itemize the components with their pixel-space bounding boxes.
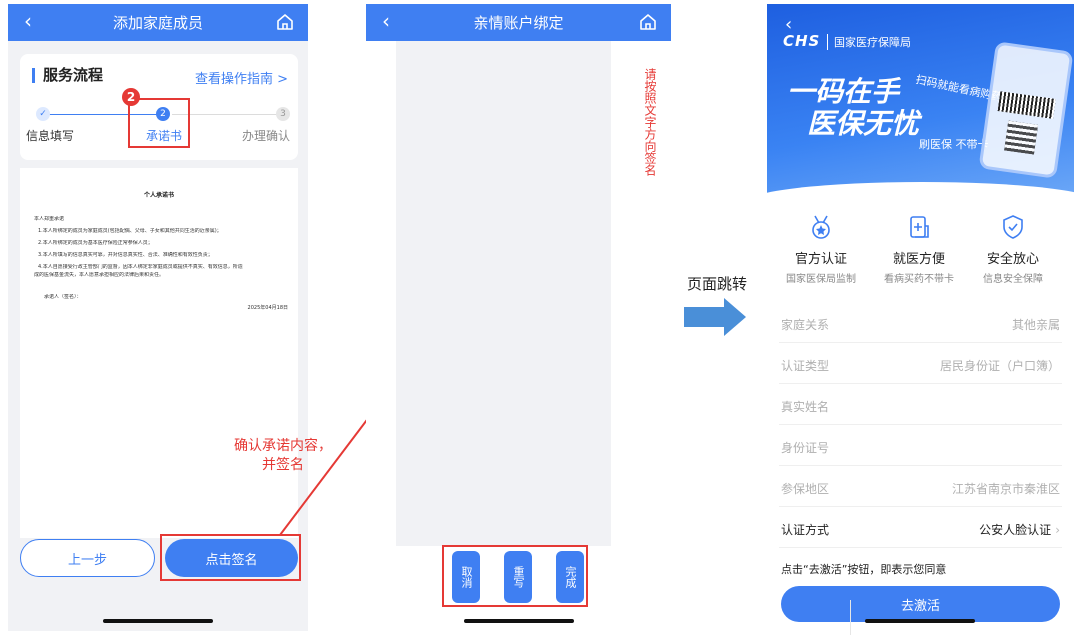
step-3-label: 办理确认 (242, 129, 291, 143)
feature-title: 安全放心 (986, 252, 1039, 267)
row-label: 参保地区 (781, 482, 830, 496)
back-icon[interactable]: ‹ (382, 9, 390, 33)
add-family-member-screen: ‹ 添加家庭成员 服务流程 查看操作指南 > ✓ 2 3 信息填写 承诺书 办理… (8, 4, 308, 631)
certification-method-row[interactable]: 认证方式 公安人脸认证› (779, 507, 1062, 548)
slogan-line-1: 一码在手 (787, 75, 900, 108)
step-connector-1 (48, 114, 158, 115)
row-value: 其他亲属 (1011, 318, 1060, 332)
edge-divider (850, 600, 851, 635)
promo-banner: ‹ CHS 国家医疗保障局 一码在手 医保无忧 扫码就能看病购药 刷医保 不带卡 (767, 4, 1074, 194)
medal-icon (812, 215, 830, 239)
back-icon[interactable]: ‹ (785, 14, 793, 35)
step-1-check-icon: ✓ (36, 107, 50, 121)
document-date: 2025年04月18日 (247, 305, 288, 311)
row-label: 认证类型 (781, 359, 830, 373)
feature-subtitle: 看病买药不带卡 (884, 274, 954, 285)
feature-subtitle: 国家医保局监制 (786, 274, 856, 285)
document-line: 3.本人所填写的信息真实可靠，并对信息真实性、合法、准确性和有效性负责； (38, 252, 213, 258)
page-title: 添加家庭成员 (112, 14, 203, 32)
chevron-right-icon: › (1055, 523, 1060, 537)
real-name-row: 真实姓名 (779, 384, 1062, 425)
slogan-line-2: 医保无忧 (807, 107, 920, 140)
document-line: 成的医保基金流失，本人愿意承担相应的法律后果和责任。 (34, 272, 165, 278)
click-to-sign-button[interactable]: 点击签名 (165, 539, 298, 577)
phone-illustration (978, 41, 1074, 179)
annotation-confirm-sign: 确认承诺内容， 并签名 (234, 437, 332, 475)
header-bar: ‹ 添加家庭成员 (8, 4, 308, 41)
row-value-wrap: 公安人脸认证› (979, 521, 1060, 538)
step-1-label: 信息填写 (26, 129, 75, 143)
home-icon[interactable] (639, 13, 657, 31)
highlight-action-buttons (442, 545, 588, 607)
signature-canvas[interactable] (396, 41, 611, 546)
row-value: 公安人脸认证 (979, 523, 1052, 537)
flow-title: 服务流程 (32, 68, 103, 83)
row-label: 身份证号 (781, 441, 830, 455)
back-icon[interactable]: ‹ (24, 9, 32, 33)
step-connector-2 (172, 114, 282, 115)
family-account-binding-screen: ‹ 亲情账户绑定 请按照文字方向签名 取消 重写 完成 (366, 4, 671, 631)
home-indicator (103, 619, 213, 623)
document-line: 1.本人所绑定的成员为家庭成员(包括配偶、父母、子女和其他共同生活的近亲属)； (38, 228, 222, 234)
annotation-line: 确认承诺内容， (234, 438, 332, 454)
rewrite-label: 重写 (512, 566, 525, 588)
highlight-sign-button (160, 534, 301, 581)
document-title: 个人承诺书 (143, 192, 174, 199)
page-title: 亲情账户绑定 (473, 14, 564, 32)
medical-icon (910, 216, 929, 238)
feature-secure: 安全放心 信息安全保障 (965, 214, 1061, 285)
row-label: 认证方式 (781, 523, 830, 537)
certification-type-row: 认证类型 居民身份证（户口簿） (779, 343, 1062, 384)
step-2-indicator: 2 (156, 107, 170, 121)
commitment-document: 个人承诺书 本人郑重承诺 1.本人所绑定的成员为家庭成员(包括配偶、父母、子女和… (20, 168, 298, 538)
chs-logo: CHS (783, 32, 821, 50)
row-label: 真实姓名 (781, 400, 830, 414)
step-badge: 2 (122, 88, 140, 106)
cancel-button[interactable]: 取消 (452, 551, 480, 603)
document-line: 4.本人自愿接受行政主管部门的监督，因本人绑定非家庭成员或提供不真实、有效信息，… (38, 264, 243, 270)
activate-button[interactable]: 去激活 (781, 586, 1060, 622)
cancel-label: 取消 (460, 566, 473, 588)
previous-step-button[interactable]: 上一步 (20, 539, 155, 577)
step-3-indicator: 3 (276, 107, 290, 121)
feature-title: 就医方便 (892, 252, 945, 267)
qr-code-graphic (1004, 120, 1039, 155)
finish-button[interactable]: 完成 (556, 551, 584, 603)
row-value: 江苏省南京市秦淮区 (951, 482, 1060, 496)
finish-label: 完成 (564, 566, 577, 588)
page-jump-arrow-icon (684, 298, 746, 336)
insured-region-row: 参保地区 江苏省南京市秦淮区 (779, 466, 1062, 507)
home-icon[interactable] (276, 13, 294, 31)
annotation-line: 并签名 (262, 457, 304, 473)
brand-subtitle: 国家医疗保障局 (827, 34, 911, 50)
feature-title: 官方认证 (794, 252, 847, 267)
card-tagline: 刷医保 不带卡 (919, 138, 989, 151)
step-2-label: 承诺书 (146, 129, 183, 143)
operation-guide-link[interactable]: 查看操作指南 > (194, 72, 288, 87)
home-indicator (464, 619, 574, 623)
rewrite-button[interactable]: 重写 (504, 551, 532, 603)
signature-label: 承诺人（签名）： (44, 294, 82, 300)
feature-official: 官方认证 国家医保局监制 (773, 214, 869, 285)
shield-icon (1003, 215, 1023, 239)
highlight-step-2 (128, 98, 190, 148)
document-line: 本人郑重承诺 (34, 216, 65, 222)
feature-subtitle: 信息安全保障 (983, 274, 1043, 285)
banner-wave (767, 182, 1074, 194)
family-relation-row: 家庭关系 其他亲属 (779, 302, 1062, 343)
signature-hint: 请按照文字方向签名 (643, 68, 657, 176)
activation-screen: ‹ CHS 国家医疗保障局 一码在手 医保无忧 扫码就能看病购药 刷医保 不带卡… (767, 4, 1074, 631)
service-flow-card: 服务流程 查看操作指南 > ✓ 2 3 信息填写 承诺书 办理确认 (20, 54, 298, 160)
header-bar: ‹ 亲情账户绑定 (366, 4, 671, 41)
barcode-graphic (997, 91, 1056, 119)
home-indicator (865, 619, 975, 623)
row-value: 居民身份证（户口簿） (939, 359, 1060, 373)
consent-text: 点击“去激活”按钮，即表示您同意 (781, 563, 947, 576)
feature-convenient: 就医方便 看病买药不带卡 (871, 214, 967, 285)
row-label: 家庭关系 (781, 318, 830, 332)
document-line: 2.本人所绑定的成员为基本医疗保险正常参保人员； (38, 240, 153, 246)
page-jump-label: 页面跳转 (687, 275, 748, 293)
id-number-row: 身份证号 (779, 425, 1062, 466)
